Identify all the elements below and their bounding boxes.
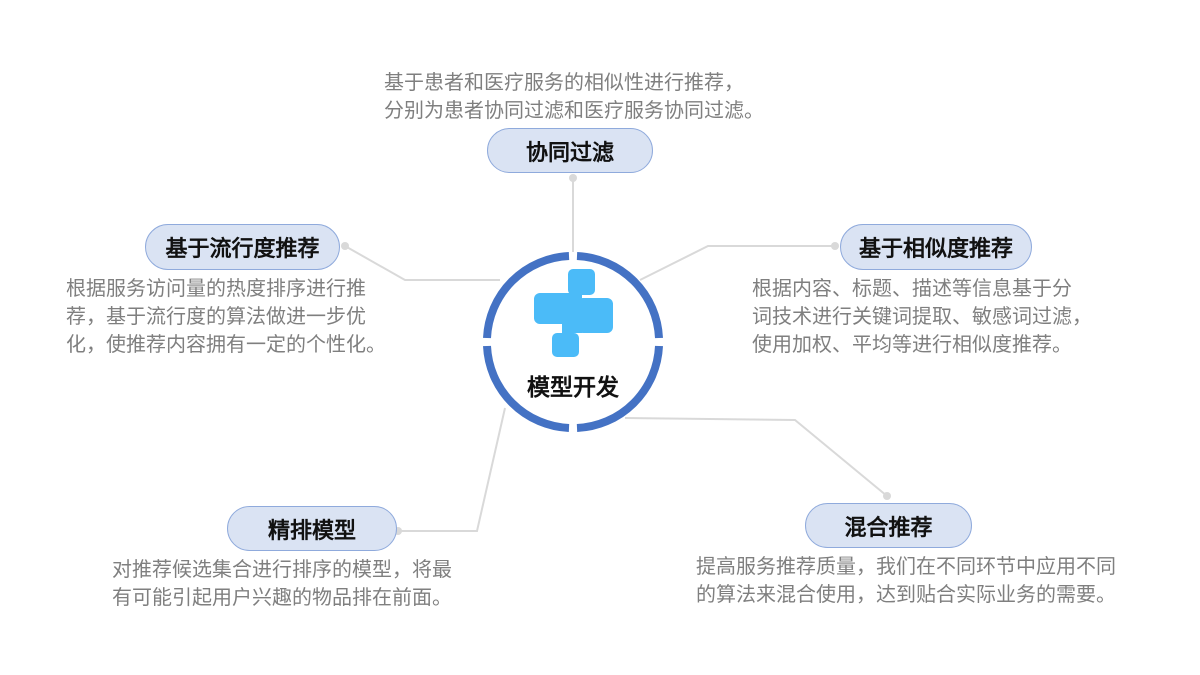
node-popularity-recommendation: 基于流行度推荐 bbox=[145, 224, 340, 270]
desc-line: 的算法来混合使用，达到贴合实际业务的需要。 bbox=[696, 582, 1116, 606]
connector-dot bbox=[883, 492, 891, 500]
connector-similarity bbox=[639, 245, 835, 281]
connector-dot bbox=[569, 174, 577, 182]
desc-line: 词技术进行关键词提取、敏感词过滤， bbox=[752, 304, 1092, 328]
node-ranking-model: 精排模型 bbox=[227, 506, 397, 551]
connector-hybrid bbox=[624, 417, 888, 497]
connector-dot bbox=[831, 242, 839, 250]
desc-line: 使用加权、平均等进行相似度推荐。 bbox=[752, 332, 1072, 356]
connector-popularity bbox=[344, 245, 500, 281]
desc-line: 根据服务访问量的热度排序进行推 bbox=[66, 276, 366, 300]
desc-hybrid-recommendation: 提高服务推荐质量，我们在不同环节中应用不同 的算法来混合使用，达到贴合实际业务的… bbox=[696, 552, 1116, 608]
desc-line: 分别为患者协同过滤和医疗服务协同过滤。 bbox=[384, 98, 764, 122]
desc-line: 化，使推荐内容拥有一定的个性化。 bbox=[66, 332, 386, 356]
connector-dot bbox=[341, 242, 349, 250]
node-collaborative-filtering: 协同过滤 bbox=[487, 128, 653, 173]
desc-line: 荐，基于流行度的算法做进一步优 bbox=[66, 304, 366, 328]
connector-ranking bbox=[398, 407, 506, 532]
node-hybrid-recommendation: 混合推荐 bbox=[805, 503, 972, 548]
puzzle-blocks-icon bbox=[534, 269, 613, 357]
node-similarity-recommendation: 基于相似度推荐 bbox=[840, 224, 1032, 270]
desc-line: 有可能引起用户兴趣的物品排在前面。 bbox=[112, 585, 452, 609]
desc-line: 提高服务推荐质量，我们在不同环节中应用不同 bbox=[696, 554, 1116, 578]
desc-line: 基于患者和医疗服务的相似性进行推荐， bbox=[384, 70, 744, 94]
desc-ranking-model: 对推荐候选集合进行排序的模型，将最 有可能引起用户兴趣的物品排在前面。 bbox=[112, 555, 452, 611]
desc-line: 对推荐候选集合进行排序的模型，将最 bbox=[112, 557, 452, 581]
center-ring bbox=[483, 252, 663, 432]
desc-collaborative-filtering: 基于患者和医疗服务的相似性进行推荐， 分别为患者协同过滤和医疗服务协同过滤。 bbox=[384, 68, 764, 124]
desc-similarity-recommendation: 根据内容、标题、描述等信息基于分 词技术进行关键词提取、敏感词过滤， 使用加权、… bbox=[752, 274, 1092, 358]
desc-popularity-recommendation: 根据服务访问量的热度排序进行推 荐，基于流行度的算法做进一步优 化，使推荐内容拥… bbox=[66, 274, 386, 358]
center-title: 模型开发 bbox=[527, 374, 619, 401]
desc-line: 根据内容、标题、描述等信息基于分 bbox=[752, 276, 1072, 300]
